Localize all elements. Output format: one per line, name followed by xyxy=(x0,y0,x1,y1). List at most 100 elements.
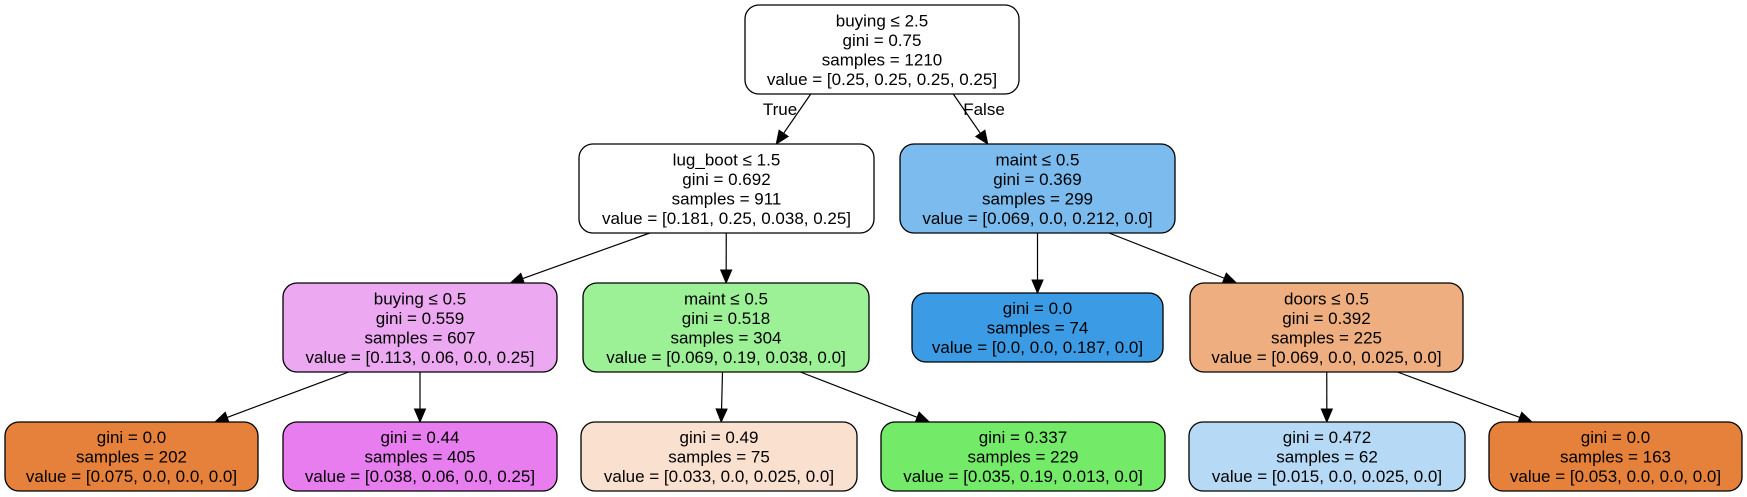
node-box xyxy=(282,421,558,492)
edge-maint-split-right-to-leaf-74 xyxy=(1031,233,1044,295)
node-box xyxy=(1189,282,1464,373)
edge-line xyxy=(226,371,349,419)
edge-maint-split-left-to-leaf-229 xyxy=(800,371,931,423)
arrow-head-icon xyxy=(1320,408,1334,424)
node-text-line: samples = 62 xyxy=(1276,448,1378,467)
node-text-line: value = [0.069, 0.19, 0.038, 0.0] xyxy=(606,348,846,367)
node-text-line: gini = 0.75 xyxy=(843,31,922,50)
edge-line xyxy=(522,232,651,280)
edge-root-to-maint-split-right xyxy=(952,93,989,146)
node-text-line: gini = 0.0 xyxy=(97,428,166,447)
node-text-line: gini = 0.392 xyxy=(1282,309,1370,328)
node-box xyxy=(1188,421,1466,492)
arrow-head-icon xyxy=(775,129,790,146)
node-text-line: value = [0.053, 0.0, 0.0, 0.0] xyxy=(1510,467,1721,486)
arrow-head-icon xyxy=(413,408,427,424)
edge-maint-split-left-to-leaf-75 xyxy=(715,371,728,424)
node-text-line: samples = 607 xyxy=(364,328,475,347)
node-text-line: samples = 911 xyxy=(672,189,782,208)
node-text-line: value = [0.181, 0.25, 0.038, 0.25] xyxy=(602,209,851,228)
node-text-line: samples = 163 xyxy=(1560,448,1671,467)
node-box xyxy=(582,282,870,373)
node-text-line: doors ≤ 0.5 xyxy=(1284,289,1369,308)
node-text-line: value = [0.015, 0.0, 0.025, 0.0] xyxy=(1212,467,1442,486)
edge-lug-boot-split-to-buying-split xyxy=(509,232,651,285)
edge-buying-split-to-leaf-202 xyxy=(213,371,349,424)
arrow-head-icon xyxy=(1221,272,1238,284)
node-text-line: gini = 0.518 xyxy=(682,309,770,328)
edge-line xyxy=(800,371,918,418)
node-text-line: samples = 405 xyxy=(364,448,475,467)
edge-label-false: False xyxy=(963,100,1005,119)
node-text-line: value = [0.033, 0.0, 0.025, 0.0] xyxy=(604,467,834,486)
node-text-line: samples = 202 xyxy=(76,448,187,467)
node-box xyxy=(744,4,1020,95)
node-text-line: gini = 0.337 xyxy=(979,428,1067,447)
edge-label-true: True xyxy=(763,100,797,119)
node-text-line: samples = 74 xyxy=(987,319,1089,338)
arrow-head-icon xyxy=(914,411,931,423)
arrow-head-icon xyxy=(719,269,733,285)
node-box xyxy=(580,421,858,492)
edge-maint-split-right-to-doors-split xyxy=(1108,232,1238,284)
arrow-head-icon xyxy=(1031,279,1044,295)
node-text-line: value = [0.075, 0.0, 0.0, 0.0] xyxy=(26,467,237,486)
node-text-line: value = [0.069, 0.0, 0.212, 0.0] xyxy=(922,209,1152,228)
node-text-line: value = [0.25, 0.25, 0.25, 0.25] xyxy=(767,70,997,89)
node-text-line: samples = 1210 xyxy=(822,50,943,69)
node-text-line: lug_boot ≤ 1.5 xyxy=(673,150,781,169)
arrow-head-icon xyxy=(1517,411,1534,424)
edge-doors-split-to-leaf-62 xyxy=(1320,371,1334,424)
node-text-line: samples = 229 xyxy=(967,448,1078,467)
node-text-line: gini = 0.0 xyxy=(1003,299,1072,318)
node-text-line: samples = 75 xyxy=(668,448,770,467)
edges-layer xyxy=(213,93,1534,424)
node-box xyxy=(899,143,1176,234)
arrow-head-icon xyxy=(509,272,526,285)
edge-line xyxy=(720,371,724,410)
node-box xyxy=(880,421,1166,492)
node-text-line: samples = 299 xyxy=(982,189,1093,208)
node-text-line: maint ≤ 0.5 xyxy=(996,150,1080,169)
node-text-line: maint ≤ 0.5 xyxy=(684,289,768,308)
node-text-line: buying ≤ 0.5 xyxy=(374,289,467,308)
node-box xyxy=(578,143,875,234)
node-text-line: gini = 0.369 xyxy=(993,170,1081,189)
edge-line xyxy=(1108,232,1225,279)
node-text-line: value = [0.113, 0.06, 0.0, 0.25] xyxy=(306,348,535,367)
edge-buying-split-to-leaf-405 xyxy=(413,372,427,424)
node-text-line: samples = 225 xyxy=(1271,328,1382,347)
edge-lug-boot-split-to-maint-split-left xyxy=(719,232,733,285)
arrow-head-icon xyxy=(715,408,728,424)
edge-root-to-lug-boot-split xyxy=(775,93,812,146)
node-box xyxy=(1488,421,1743,492)
node-text-line: value = [0.0, 0.0, 0.187, 0.0] xyxy=(932,338,1143,357)
node-text-line: value = [0.038, 0.06, 0.0, 0.25] xyxy=(305,467,535,486)
edge-line xyxy=(952,93,981,134)
node-box xyxy=(4,421,259,492)
node-text-line: value = [0.069, 0.0, 0.025, 0.0] xyxy=(1211,348,1441,367)
node-text-line: samples = 304 xyxy=(670,328,781,347)
node-text-line: gini = 0.44 xyxy=(381,428,460,447)
edge-doors-split-to-leaf-163 xyxy=(1397,371,1534,424)
arrow-head-icon xyxy=(974,129,989,146)
node-box xyxy=(282,282,558,373)
arrow-head-icon xyxy=(213,411,230,424)
node-text-line: gini = 0.0 xyxy=(1581,428,1650,447)
node-text-line: gini = 0.692 xyxy=(682,170,770,189)
node-text-line: value = [0.035, 0.19, 0.013, 0.0] xyxy=(903,467,1143,486)
node-box xyxy=(911,292,1164,363)
